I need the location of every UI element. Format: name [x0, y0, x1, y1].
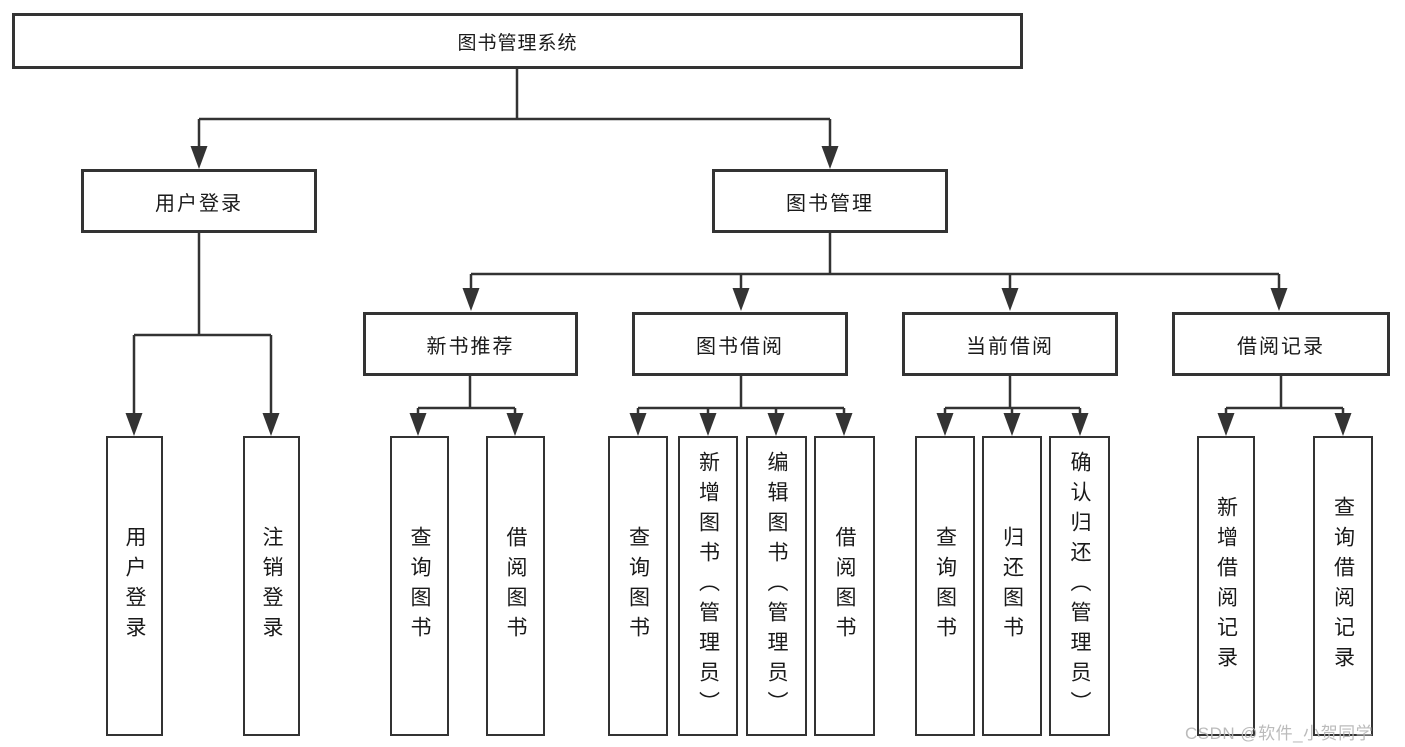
- node-book-management: 图书管理: [712, 169, 948, 233]
- node-user-login: 用户登录: [81, 169, 317, 233]
- node-borrow-records: 借阅记录: [1172, 312, 1390, 376]
- leaf-logout-label: 注销登录: [260, 526, 283, 646]
- leaf-current-query-book: 查询图书: [915, 436, 975, 736]
- leaf-add-borrow-record: 新增借阅记录: [1197, 436, 1255, 736]
- leaf-recommend-query-book-label: 查询图书: [408, 526, 431, 646]
- leaf-borrow-book-label: 借阅图书: [833, 526, 856, 646]
- node-system-label: 图书管理系统: [457, 32, 578, 54]
- node-user-login-label: 用户登录: [155, 192, 243, 215]
- leaf-current-query-book-label: 查询图书: [933, 526, 957, 646]
- leaf-return-book-label: 归还图书: [1000, 526, 1024, 646]
- leaf-recommend-query-book: 查询图书: [390, 436, 449, 736]
- leaf-return-book: 归还图书: [982, 436, 1042, 736]
- node-system: 图书管理系统: [12, 13, 1023, 69]
- node-new-book-recommend-label: 新书推荐: [426, 335, 515, 358]
- leaf-borrow-book: 借阅图书: [814, 436, 875, 736]
- leaf-recommend-borrow-book: 借阅图书: [486, 436, 545, 736]
- leaf-add-book-admin-label: 新增图书（管理员）: [696, 451, 720, 721]
- leaf-recommend-borrow-book-label: 借阅图书: [504, 526, 527, 646]
- node-book-management-label: 图书管理: [786, 192, 874, 215]
- leaf-edit-book-admin-label: 编辑图书（管理员）: [765, 451, 788, 721]
- leaf-edit-book-admin: 编辑图书（管理员）: [746, 436, 807, 736]
- leaf-user-login-label: 用户登录: [123, 526, 146, 646]
- leaf-add-borrow-record-label: 新增借阅记录: [1214, 496, 1238, 676]
- csdn-watermark: CSDN @软件_小贺同学: [1185, 724, 1374, 743]
- leaf-add-book-admin: 新增图书（管理员）: [678, 436, 738, 736]
- leaf-user-login: 用户登录: [106, 436, 163, 736]
- leaf-borrow-query-book: 查询图书: [608, 436, 668, 736]
- leaf-query-borrow-record: 查询借阅记录: [1313, 436, 1373, 736]
- node-book-borrow: 图书借阅: [632, 312, 848, 376]
- leaf-confirm-return-admin-label: 确认归还（管理员）: [1068, 451, 1091, 721]
- node-new-book-recommend: 新书推荐: [363, 312, 578, 376]
- leaf-confirm-return-admin: 确认归还（管理员）: [1049, 436, 1110, 736]
- leaf-logout: 注销登录: [243, 436, 300, 736]
- node-current-borrow-label: 当前借阅: [966, 335, 1054, 358]
- leaf-borrow-query-book-label: 查询图书: [626, 526, 650, 646]
- leaf-query-borrow-record-label: 查询借阅记录: [1331, 496, 1355, 676]
- node-current-borrow: 当前借阅: [902, 312, 1118, 376]
- node-book-borrow-label: 图书借阅: [696, 335, 784, 358]
- node-borrow-records-label: 借阅记录: [1237, 335, 1325, 358]
